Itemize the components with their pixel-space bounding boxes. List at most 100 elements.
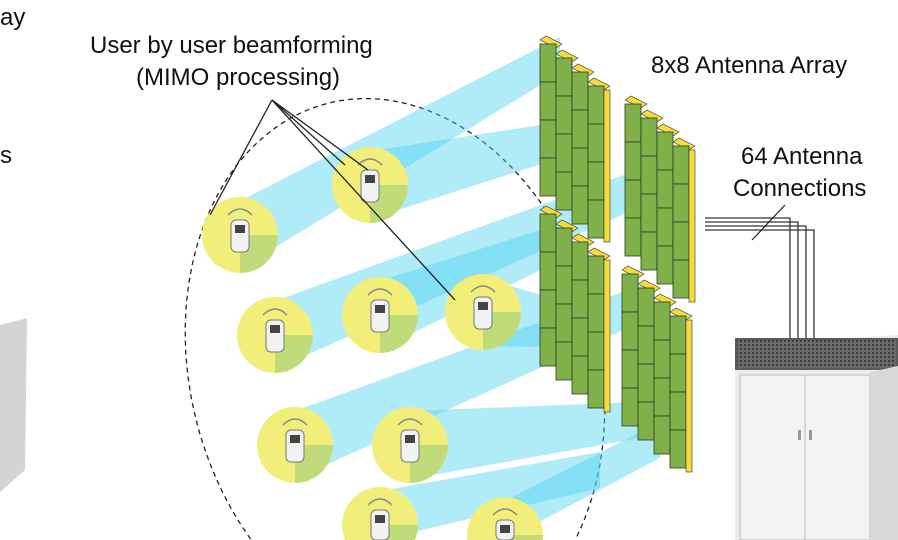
- antenna-element: [621, 311, 639, 351]
- antenna-element: [539, 43, 557, 83]
- antenna-element: [555, 133, 573, 173]
- users: [202, 147, 544, 540]
- antenna-element: [587, 293, 605, 333]
- phone-icon: [230, 219, 250, 253]
- antenna-element: [669, 353, 687, 393]
- cut-label-mid-left: s: [0, 142, 12, 169]
- user: [237, 297, 313, 373]
- cable: [705, 229, 815, 340]
- user: [445, 274, 521, 350]
- signal-icon: [470, 285, 496, 293]
- antenna-element: [637, 287, 655, 327]
- antenna-element: [587, 123, 605, 163]
- antenna-element: [672, 183, 690, 223]
- antenna-element: [621, 349, 639, 389]
- antenna-element: [555, 227, 573, 267]
- antenna-element: [571, 317, 589, 357]
- user: [372, 407, 448, 483]
- connections-label-line1: 64 Antenna: [741, 143, 863, 170]
- phone-screen: [500, 525, 510, 533]
- panel-edge: [688, 149, 696, 303]
- panel-edge: [685, 319, 693, 473]
- antenna-element: [624, 217, 642, 257]
- antenna-element: [555, 341, 573, 381]
- beam: [410, 402, 640, 479]
- antenna-element: [653, 339, 671, 379]
- antenna-element: [624, 103, 642, 143]
- panel-edge: [603, 259, 611, 413]
- beam: [240, 37, 560, 269]
- antenna-element: [555, 95, 573, 135]
- antenna-element: [624, 179, 642, 219]
- antenna-element: [637, 325, 655, 365]
- phone-icon: [360, 169, 380, 203]
- user: [202, 197, 278, 273]
- antenna-element: [571, 241, 589, 281]
- antenna-element: [656, 207, 674, 247]
- phone-icon: [400, 429, 420, 463]
- antenna-array-title: 8x8 Antenna Array: [651, 52, 848, 79]
- antenna-element: [539, 289, 557, 329]
- cable: [705, 217, 791, 340]
- antenna-element: [669, 315, 687, 355]
- signal-icon: [282, 418, 308, 426]
- antenna-element: [587, 85, 605, 125]
- phone-screen: [478, 302, 488, 310]
- antenna-element: [656, 131, 674, 171]
- antenna-element: [640, 231, 658, 271]
- signal-icon: [262, 308, 288, 316]
- beam-overlap: [505, 535, 544, 540]
- cable: [705, 221, 799, 340]
- antenna-element: [640, 193, 658, 233]
- antenna-element: [637, 401, 655, 441]
- beam: [505, 422, 660, 540]
- antenna-element: [571, 71, 589, 111]
- antenna-element: [539, 81, 557, 121]
- antenna-element: [672, 259, 690, 299]
- signal-icon: [357, 158, 383, 166]
- label-leader-lines: [209, 99, 456, 301]
- signal-icon: [367, 288, 393, 296]
- beamforming-label-line1: User by user beamforming: [90, 32, 373, 59]
- user: [466, 497, 544, 540]
- antenna-element: [621, 387, 639, 427]
- antenna-element: [587, 331, 605, 371]
- phone-icon: [473, 296, 493, 330]
- antenna-element: [640, 117, 658, 157]
- antenna-element: [653, 415, 671, 455]
- user: [342, 277, 418, 353]
- user-coverage-circle: [466, 497, 543, 540]
- antenna-element: [587, 199, 605, 239]
- antenna-element: [555, 171, 573, 211]
- phone-screen: [235, 225, 245, 233]
- beamforming-label-line2: (MIMO processing): [136, 64, 341, 91]
- antenna-element: [669, 391, 687, 431]
- signal-icon: [227, 208, 253, 216]
- antenna-element: [571, 185, 589, 225]
- antenna-element: [653, 377, 671, 417]
- antenna-panel: [624, 95, 696, 303]
- signal-icon: [397, 418, 423, 426]
- phone-screen: [405, 435, 415, 443]
- antenna-element: [672, 221, 690, 261]
- user: [257, 407, 333, 483]
- connections-leader-line: [751, 204, 786, 241]
- antenna-element: [555, 57, 573, 97]
- phone-screen: [365, 175, 375, 183]
- antenna-element: [539, 119, 557, 159]
- beam: [370, 122, 560, 219]
- antenna-element: [539, 251, 557, 291]
- phone-icon: [265, 319, 285, 353]
- antenna-panel: [621, 265, 693, 473]
- antenna-element: [656, 245, 674, 285]
- antenna-element: [587, 255, 605, 295]
- antenna-element: [656, 169, 674, 209]
- partial-cabinet-left: [0, 318, 27, 492]
- antenna-element: [571, 355, 589, 395]
- antenna-element: [539, 213, 557, 253]
- antenna-element: [624, 141, 642, 181]
- antenna-element: [555, 303, 573, 343]
- antenna-element: [571, 109, 589, 149]
- antenna-element: [653, 301, 671, 341]
